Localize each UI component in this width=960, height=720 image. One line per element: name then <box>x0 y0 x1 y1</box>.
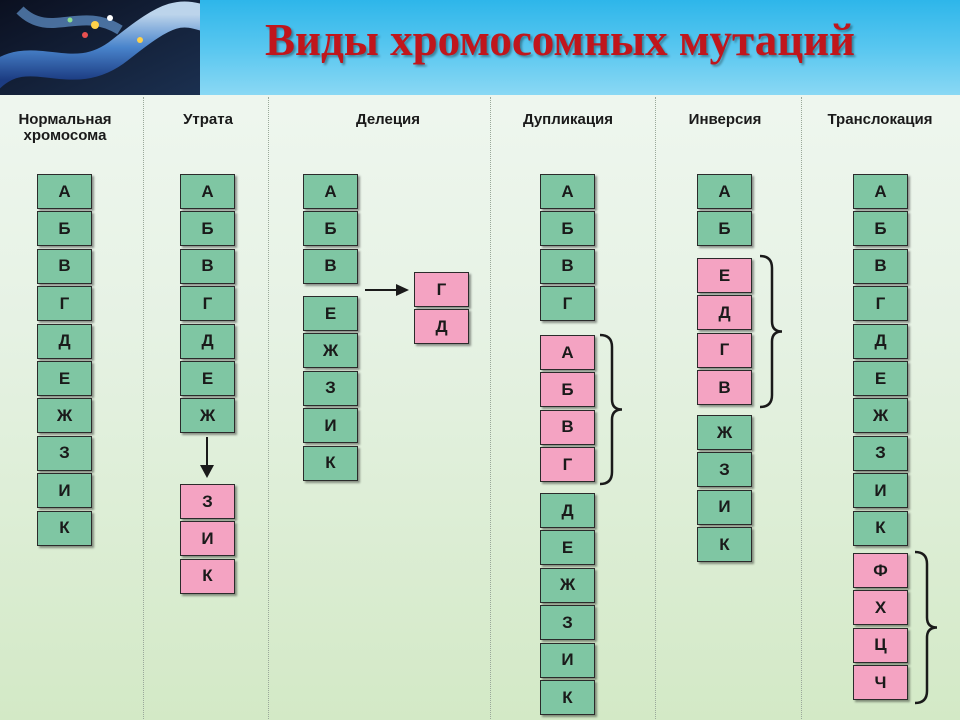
gene-segment: З <box>853 435 908 471</box>
gene-segment: А <box>540 335 595 370</box>
gene-segment: В <box>853 248 908 284</box>
column-heading-normal: Нормальная хромосома <box>18 111 112 144</box>
gene-segment: Е <box>180 361 235 396</box>
gene-segment: К <box>697 527 752 563</box>
column-heading-loss: Утрата <box>183 111 233 128</box>
translocation-brace-icon <box>914 550 938 705</box>
gene-segment: К <box>540 680 595 715</box>
gene-segment: Ж <box>540 567 595 603</box>
dna-helix-image <box>0 0 200 95</box>
gene-segment: З <box>697 452 752 488</box>
gene-segment: В <box>697 370 752 406</box>
gene-segment: А <box>180 174 235 209</box>
gene-segment: Ч <box>853 665 908 701</box>
gene-segment: И <box>853 473 908 509</box>
gene-segment: З <box>37 435 92 471</box>
gene-segment: Г <box>540 447 595 483</box>
gene-segment: Ж <box>853 398 908 434</box>
inversion-brace-icon <box>759 254 783 409</box>
gene-segment: А <box>540 174 595 209</box>
column-divider <box>801 97 802 719</box>
gene-segment: Е <box>853 361 908 396</box>
gene-segment: Ж <box>180 398 235 434</box>
gene-segment: Г <box>697 332 752 368</box>
gene-segment: А <box>303 174 358 209</box>
gene-segment: Д <box>37 323 92 359</box>
gene-segment: В <box>303 248 358 284</box>
gene-segment: В <box>540 409 595 445</box>
gene-segment: К <box>303 445 358 481</box>
gene-segment: К <box>853 510 908 546</box>
gene-segment: И <box>303 408 358 444</box>
gene-segment: Г <box>37 286 92 322</box>
loss-arrow-head-icon <box>200 465 214 478</box>
gene-segment: Б <box>37 211 92 247</box>
gene-segment: З <box>540 605 595 641</box>
column-heading-translocation: Транслокация <box>827 111 933 128</box>
gene-segment: Д <box>414 309 469 345</box>
gene-segment: Ж <box>37 398 92 434</box>
gene-segment: А <box>37 174 92 209</box>
gene-segment: Д <box>697 295 752 331</box>
gene-segment: Г <box>180 286 235 322</box>
gene-segment: Г <box>540 286 595 322</box>
gene-segment: Б <box>540 211 595 247</box>
gene-segment: З <box>180 484 235 519</box>
gene-segment: Ж <box>697 415 752 450</box>
gene-segment: Б <box>303 211 358 247</box>
column-divider <box>655 97 656 719</box>
gene-segment: И <box>540 642 595 678</box>
gene-segment: Б <box>180 211 235 247</box>
gene-segment: К <box>37 510 92 546</box>
header-banner: Виды хромосомных мутаций <box>0 0 960 95</box>
column-heading-duplication: Дупликация <box>522 111 614 128</box>
column-divider <box>143 97 144 719</box>
gene-segment: А <box>853 174 908 209</box>
gene-segment: Е <box>37 361 92 396</box>
gene-segment: Б <box>697 211 752 247</box>
column-heading-deletion: Делеция <box>355 111 421 128</box>
gene-segment: В <box>37 248 92 284</box>
gene-segment: В <box>180 248 235 284</box>
gene-segment: Г <box>853 286 908 322</box>
gene-segment: Е <box>540 530 595 566</box>
column-heading-inversion: Инверсия <box>688 111 762 128</box>
gene-segment: К <box>180 558 235 594</box>
gene-segment: А <box>697 174 752 209</box>
gene-segment: В <box>540 248 595 284</box>
gene-segment: Х <box>853 590 908 626</box>
duplication-brace-icon <box>599 333 623 486</box>
gene-segment: Г <box>414 272 469 307</box>
gene-segment: Б <box>853 211 908 247</box>
column-divider <box>490 97 491 719</box>
gene-segment: З <box>303 370 358 406</box>
gene-segment: Ж <box>303 333 358 369</box>
gene-segment: Д <box>540 493 595 528</box>
gene-segment: Ф <box>853 553 908 588</box>
gene-segment: Б <box>540 372 595 408</box>
gene-segment: Е <box>697 258 752 293</box>
page-title: Виды хромосомных мутаций <box>265 15 855 65</box>
gene-segment: Е <box>303 296 358 331</box>
gene-segment: И <box>697 489 752 525</box>
gene-segment: И <box>37 473 92 509</box>
gene-segment: Ц <box>853 627 908 663</box>
gene-segment: Д <box>853 323 908 359</box>
column-divider <box>268 97 269 719</box>
gene-segment: Д <box>180 323 235 359</box>
gene-segment: И <box>180 521 235 557</box>
deletion-arrow-head-icon <box>396 284 409 296</box>
